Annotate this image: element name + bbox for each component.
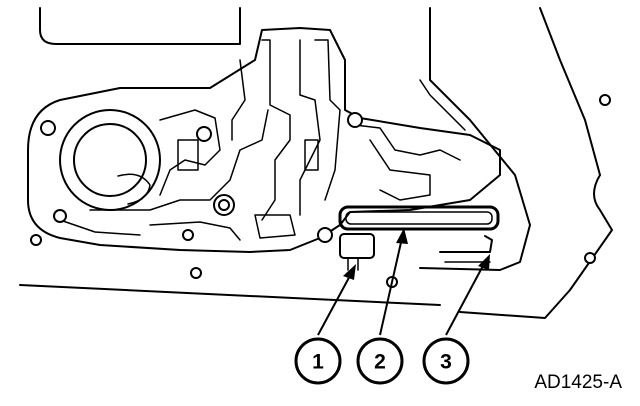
- leader-3-arrowhead: [478, 254, 490, 270]
- callout-2-label: 2: [374, 351, 386, 374]
- case-outline: [19, 7, 613, 319]
- callout-2: 2: [356, 337, 404, 385]
- leader-1: [317, 271, 353, 336]
- callout-3-label: 3: [440, 351, 452, 374]
- callout-1: 1: [294, 337, 342, 385]
- filter-screen: [338, 205, 500, 231]
- leader-2-arrowhead: [396, 228, 408, 244]
- leader-2: [379, 237, 403, 336]
- valve-plug: [339, 233, 375, 271]
- callout-1-label: 1: [312, 351, 324, 374]
- leader-3: [445, 261, 486, 336]
- bolt-holes: [30, 94, 611, 288]
- leader-lines: [317, 228, 490, 336]
- reference-code: AD1425-A: [534, 372, 622, 393]
- valve-body-plate: [27, 27, 501, 253]
- callout-3: 3: [422, 337, 470, 385]
- retainer: [439, 235, 493, 263]
- leader-1-arrowhead: [343, 264, 356, 280]
